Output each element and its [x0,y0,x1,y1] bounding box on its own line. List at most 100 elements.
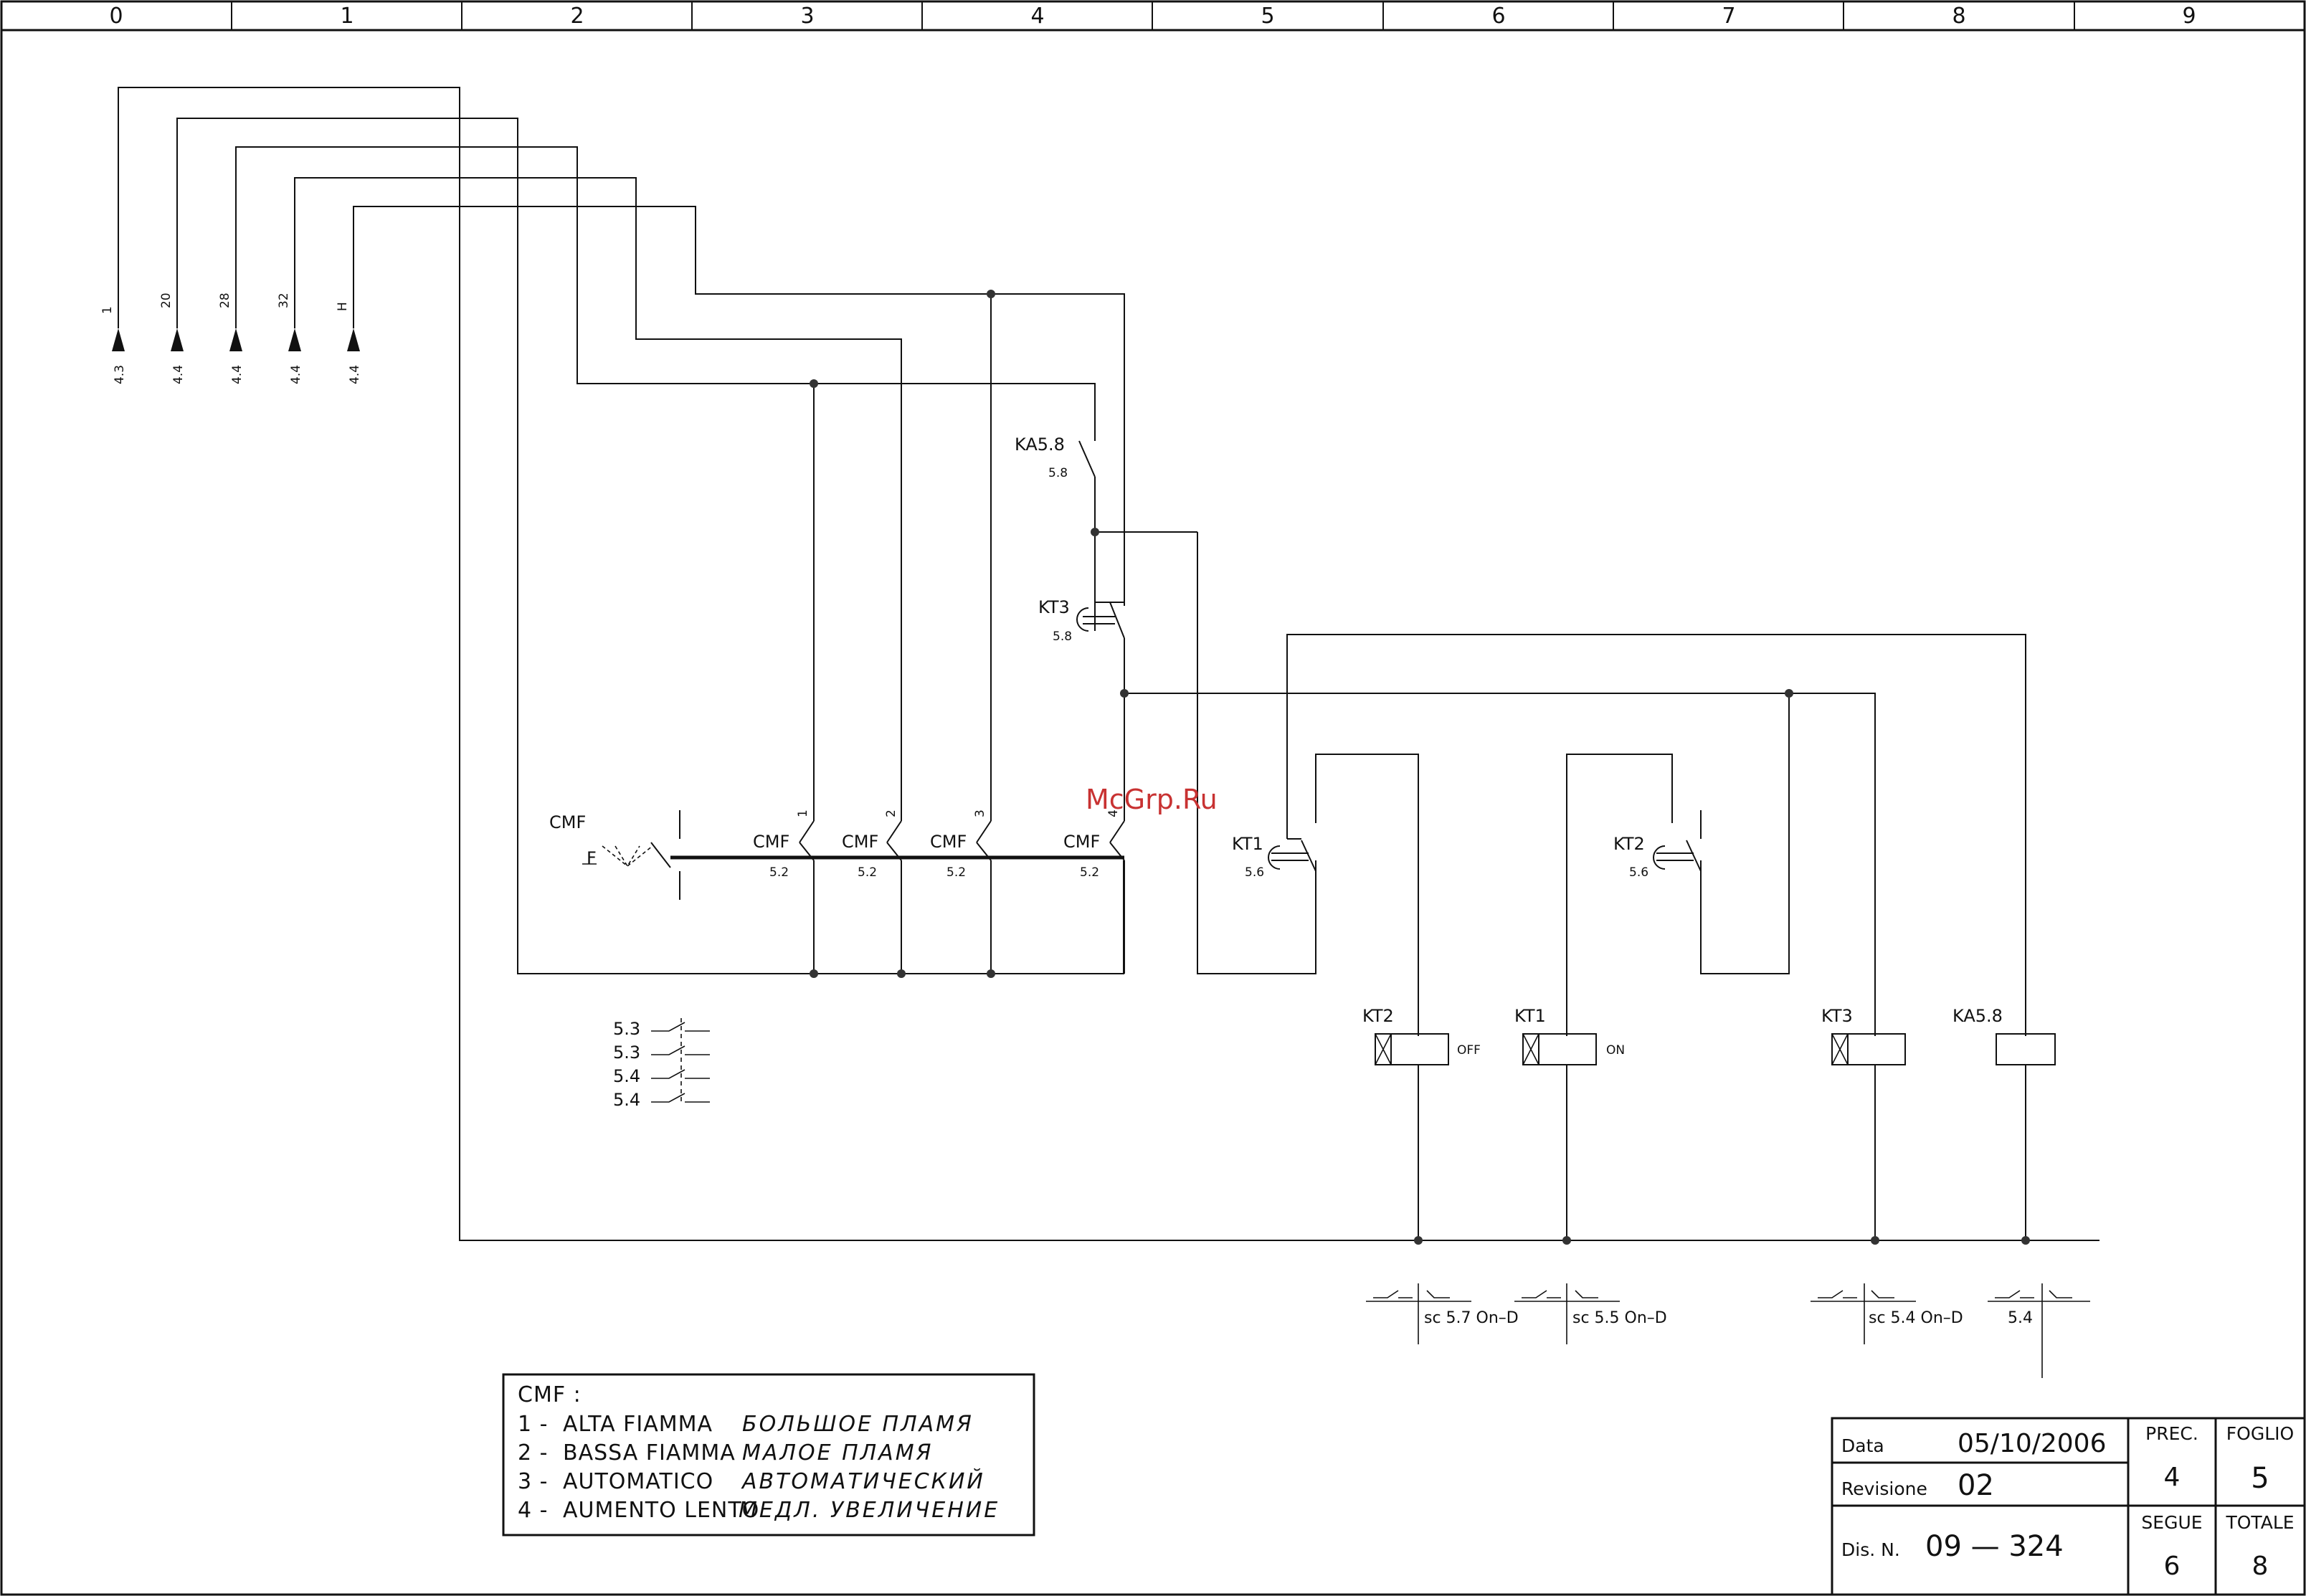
column-number: 3 [800,4,814,29]
coil-kt2[interactable]: KT2 OFF [1362,1006,1481,1065]
cmf-contact-4[interactable]: CMF 5.2 4 [1063,809,1125,974]
date-label: Data [1841,1435,1884,1456]
terminal-wire-number: 1 [100,306,115,314]
column-number: 8 [1952,4,1965,29]
contact-kt3[interactable]: KT3 5.8 [1038,597,1125,644]
junction-dot [2021,1236,2030,1245]
terminal-arrow-icon [288,328,301,351]
column-number: 4 [1030,4,1044,29]
xref-text: sc 5.7 On–D [1424,1309,1519,1327]
contact-label: CMF [842,832,878,852]
wiring [118,87,2099,1241]
xref-ka58: 5.4 [1988,1283,2090,1378]
terminal-arrow-icon [229,328,242,351]
cmf-contact-2[interactable]: CMF 5.2 2 [842,809,902,880]
column-number: 5 [1261,4,1274,29]
terminal-wire-number: 20 [159,293,174,308]
legend-italian: BASSA FIAMMA [563,1440,736,1466]
column-number: 9 [2182,4,2196,29]
date-value: 05/10/2006 [1958,1429,2107,1458]
cmf-contact-1[interactable]: CMF 5.2 1 [753,809,815,880]
contact-number: 2 [884,809,898,817]
coil-kt3[interactable]: KT3 [1821,1006,1906,1065]
contact-label: CMF [930,832,967,852]
selector-ref: 5.3 [613,1042,640,1063]
contact-ka58[interactable]: KA5.8 5.8 [1015,434,1096,480]
contact-ref: 5.2 [1080,865,1099,880]
timer-arc-icon [1268,845,1281,870]
contact-ref: 5.6 [1629,865,1648,880]
junction-dot [810,969,818,978]
next-sheet-label: SEGUE [2141,1512,2202,1533]
drawing-number-value: 09 — 324 [1925,1530,2064,1563]
coil-icon [1996,1033,2056,1065]
xref-text: 5.4 [2008,1309,2033,1327]
coil-kt1[interactable]: KT1 ON [1514,1006,1625,1065]
coil-cross-references: sc 5.7 On–D sc 5.5 On–D sc 5.4 On–D 5.4 [1366,1283,2090,1378]
terminal-32[interactable]: 32 4.4 [277,293,303,384]
terminal-20[interactable]: 20 4.4 [159,293,186,384]
xref-kt1: sc 5.5 On–D [1514,1283,1667,1344]
contact-blade-icon [1109,602,1125,639]
column-number: 7 [1722,4,1735,29]
xref-kt3: sc 5.4 On–D [1811,1283,1963,1344]
revision-value: 02 [1958,1469,1994,1502]
coil-label: KT2 [1362,1006,1394,1026]
legend-russian: БОЛЬШОЕ ПЛАМЯ [742,1412,974,1437]
selector-ref: 5.4 [613,1066,640,1086]
xref-text: sc 5.5 On–D [1572,1309,1667,1327]
contact-blade-icon [1301,840,1316,872]
selector-label: CMF [549,812,586,832]
coil-mode: OFF [1457,1043,1481,1058]
contact-label: KA5.8 [1015,434,1065,455]
terminal-wire-number: 32 [277,293,291,308]
legend-italian: AUTOMATICO [563,1469,713,1494]
legend-russian: МАЛОЕ ПЛАМЯ [742,1440,933,1466]
xref-text: sc 5.4 On–D [1869,1309,1963,1327]
column-number: 6 [1491,4,1505,29]
terminal-page-ref: 4.4 [171,365,186,384]
cmf-contact-3[interactable]: CMF 5.2 3 [930,809,992,880]
junction-dot [987,290,995,298]
contact-ref: 5.2 [858,865,877,880]
watermark: McGrp.Ru [1086,784,1218,815]
sheet-label: FOGLIO [2226,1423,2294,1444]
contact-ref: 5.2 [946,865,966,880]
coil-label: KA5.8 [1952,1006,2003,1026]
total-sheets-label: TOTALE [2225,1512,2294,1533]
coil-icon [1831,1033,1906,1065]
terminal-1[interactable]: 1 4.3 [100,306,127,384]
contact-number: 4 [1106,809,1121,817]
junction-dot [810,379,818,388]
selector-cmf[interactable]: CMF F [549,810,1124,900]
terminal-28[interactable]: 28 4.4 [218,293,245,384]
column-number: 1 [340,4,354,29]
column-number: 0 [109,4,123,29]
timer-arc-icon [1076,607,1089,632]
terminal-page-ref: 4.4 [230,365,245,384]
contact-kt1[interactable]: KT1 5.6 [1232,834,1316,974]
legend-box: CMF : 1 - ALTA FIAMMA БОЛЬШОЕ ПЛАМЯ 2 - … [502,1373,1035,1536]
contact-number: 3 [973,809,987,817]
column-ruler: 0 1 2 3 4 5 6 7 8 9 [109,4,2196,29]
legend-italian: AUMENTO LENTO [563,1498,759,1523]
contact-kt2[interactable]: KT2 5.6 [1613,810,1702,880]
junction-dot [1091,528,1099,536]
junction-dot [897,969,906,978]
terminal-page-ref: 4.4 [348,365,362,384]
coil-ka58[interactable]: KA5.8 [1952,1006,2056,1065]
legend-num: 4 - [518,1498,548,1523]
terminal-page-ref: 4.3 [113,365,127,384]
contact-label: CMF [1063,832,1100,852]
selector-ref: 5.4 [613,1090,640,1110]
terminal-h[interactable]: H 4.4 [336,302,362,384]
contact-ref: 5.8 [1048,466,1068,480]
previous-sheet-label: PREC. [2145,1423,2198,1444]
junction-dot [1120,689,1129,698]
legend-title: CMF : [518,1382,582,1407]
terminal-wire-number: 28 [218,293,232,308]
next-sheet-value: 6 [2164,1552,2181,1581]
junction-dot [1562,1236,1571,1245]
total-sheets-value: 8 [2252,1552,2269,1581]
